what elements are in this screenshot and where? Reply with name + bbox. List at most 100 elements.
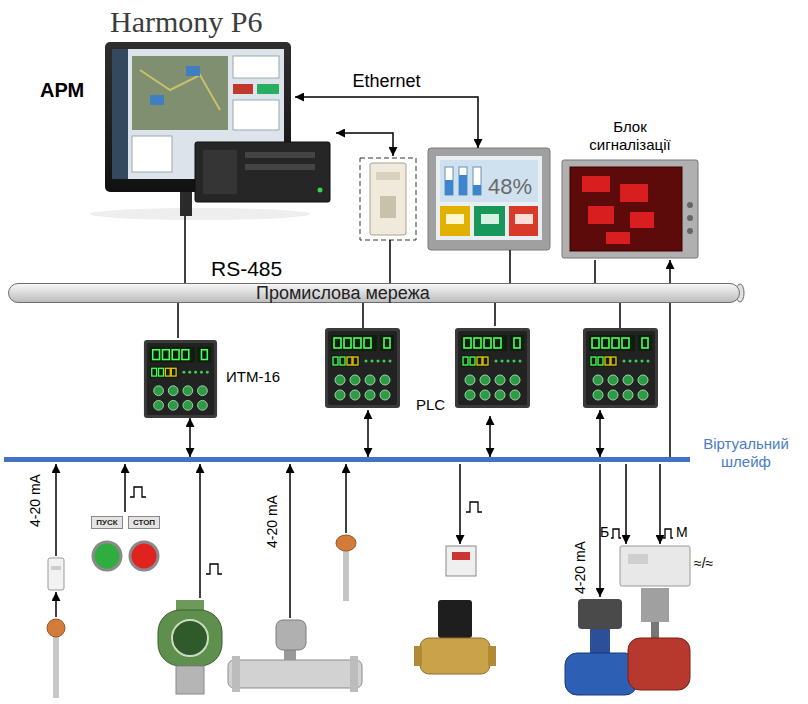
alarm-panel <box>606 232 630 244</box>
signal-converter <box>51 566 61 570</box>
node-text: ПУСК <box>96 517 117 528</box>
workstation-monitor <box>233 84 253 94</box>
field-link <box>289 464 291 618</box>
operator-panel <box>446 214 464 224</box>
node-text: СТОП <box>133 517 155 528</box>
signal-label: М <box>676 524 688 541</box>
alarm-panel <box>687 228 693 234</box>
pressure-transmitter <box>158 610 222 666</box>
connector-line <box>189 418 191 457</box>
workstation-monitor <box>257 84 279 94</box>
controller-link <box>363 303 620 457</box>
controller-box: PLC <box>412 326 534 416</box>
operator-panel <box>440 206 470 236</box>
workstation-monitor <box>90 208 310 220</box>
flow-meter <box>350 656 358 692</box>
signal-converter <box>48 558 64 590</box>
field-link <box>659 464 661 544</box>
valve-actuator <box>620 546 690 586</box>
push-buttons <box>93 542 121 570</box>
interface-converter <box>380 196 396 218</box>
interface-converter <box>360 158 416 240</box>
solid-state-relay <box>452 552 470 560</box>
interface-converter <box>370 163 406 235</box>
node-text: Віртуальний шлейф <box>690 435 802 471</box>
connector-line <box>184 216 186 283</box>
converter-link <box>336 133 393 283</box>
workstation-monitor <box>233 56 279 78</box>
workstation-monitor <box>112 49 128 179</box>
operator-panel <box>481 214 499 224</box>
field-link <box>345 464 347 533</box>
computer-unit <box>203 150 237 194</box>
alarm-panel <box>687 202 693 208</box>
computer-unit <box>318 188 323 193</box>
operator-panel <box>474 206 505 236</box>
signal-converter <box>48 558 64 590</box>
pulse-symbol <box>206 564 222 574</box>
solenoid-valve <box>414 646 422 666</box>
operator-panel <box>459 175 467 195</box>
valve-actuator <box>628 554 648 564</box>
node-text: PLC <box>416 396 445 414</box>
solenoid-valve <box>488 646 496 666</box>
connector-line <box>594 260 596 283</box>
node-text: RS-485 <box>211 256 282 281</box>
signal-label: 4-20 mA <box>265 495 279 548</box>
operator-panel <box>473 167 481 195</box>
temperature-sensor <box>336 535 356 551</box>
signal-label: Б <box>600 524 609 541</box>
connector-line <box>295 97 478 148</box>
thermocouple <box>47 619 65 637</box>
alarm-panel <box>588 206 614 224</box>
pressure-transmitter <box>158 600 222 694</box>
node-text: Промислова мережа <box>256 284 430 302</box>
computer-unit <box>245 152 315 158</box>
alarm-panel <box>630 212 654 228</box>
operator-panel <box>473 185 481 195</box>
flow-meter <box>232 656 240 692</box>
alarm-unit-box: Блок сигналізації <box>558 118 702 260</box>
field-link <box>124 464 126 512</box>
converter-link <box>389 240 391 283</box>
operator-panel <box>440 160 538 202</box>
controller-link <box>362 303 364 328</box>
alarm-panel <box>570 167 682 251</box>
workstation-monitor <box>233 100 279 130</box>
field-link <box>199 464 201 598</box>
temperature-sensor <box>336 535 356 601</box>
industrial-bus: RS-485Промислова мережа <box>8 283 740 303</box>
operator-panel-box: 48% <box>428 148 550 250</box>
node-text: ИТМ-16 <box>226 368 280 386</box>
operator-panel <box>428 148 550 250</box>
controller-unit <box>325 328 400 408</box>
controller-unit <box>144 340 217 418</box>
computer-unit <box>195 142 330 202</box>
signal-label: ≈/≈ <box>694 555 713 572</box>
pressure-transmitter <box>176 666 204 694</box>
solid-state-relay <box>446 546 476 576</box>
workstation-monitor <box>132 136 172 172</box>
computer-unit <box>245 164 315 170</box>
connector-line <box>489 416 491 457</box>
thermocouple <box>47 619 65 698</box>
controller-box: ИТМ-16 <box>140 338 296 418</box>
valve-actuator <box>628 638 690 690</box>
node-text: Блок сигналізації <box>580 118 680 154</box>
solid-state-relay <box>446 546 476 576</box>
workstation-monitor <box>150 95 164 105</box>
pulse-symbol <box>466 502 482 512</box>
operator-panel <box>445 180 453 195</box>
field-link <box>459 464 461 544</box>
button-plate: ПУСК <box>91 516 123 529</box>
controller-unit <box>583 328 658 408</box>
connector-line <box>509 250 511 283</box>
controller-link <box>367 410 369 457</box>
control-valve <box>565 653 637 695</box>
controller-unit <box>144 328 658 418</box>
operator-panel <box>509 206 538 236</box>
operator-panel <box>515 214 533 224</box>
controller-link <box>619 303 621 328</box>
control-valve <box>578 599 622 629</box>
